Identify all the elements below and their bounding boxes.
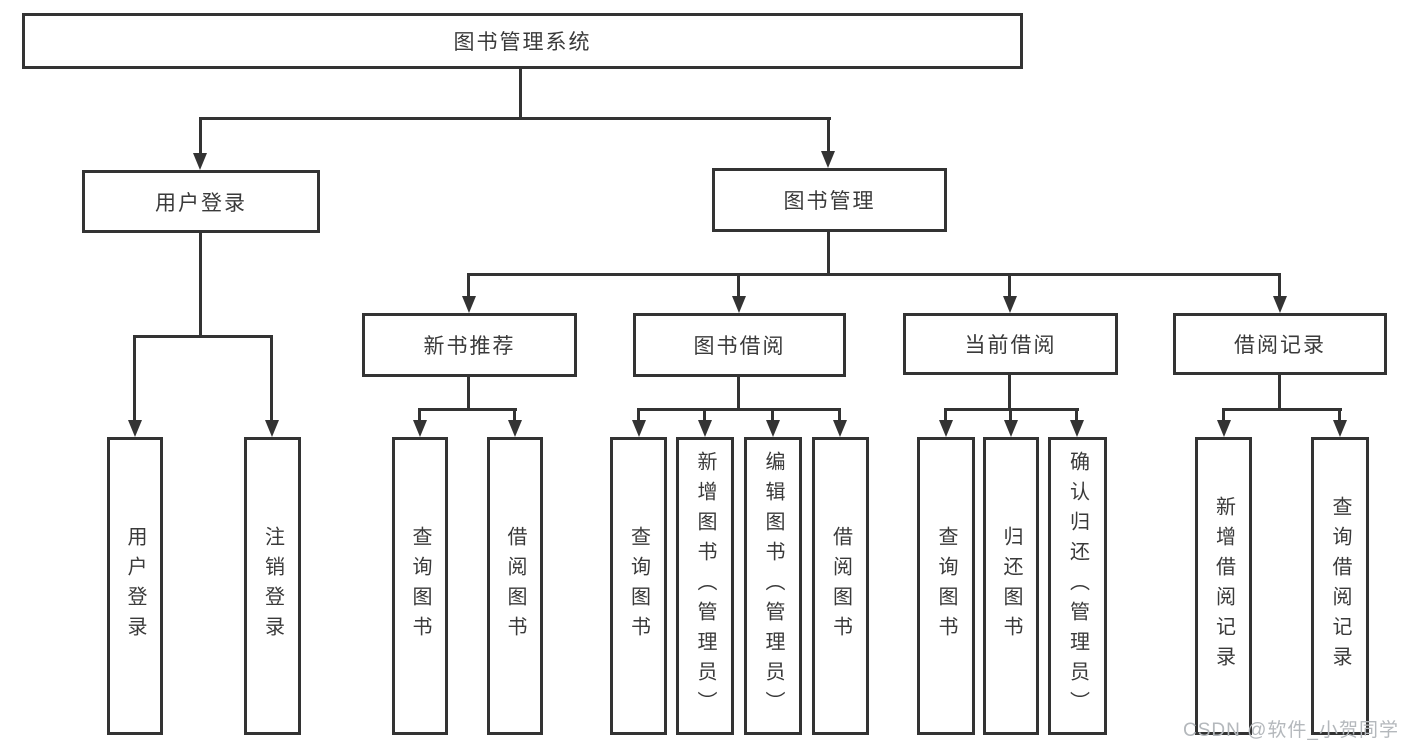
connector-line bbox=[1278, 375, 1281, 408]
arrow-down-icon bbox=[821, 151, 835, 168]
connector-line bbox=[199, 233, 202, 335]
connector-line bbox=[1008, 273, 1011, 296]
leaf-query-books-recommend: 查询图书 bbox=[392, 437, 448, 735]
leaf-return-books: 归还图书 bbox=[983, 437, 1039, 735]
node-current-borrowing: 当前借阅 bbox=[903, 313, 1118, 375]
leaf-query-books-borrowing: 查询图书 bbox=[610, 437, 667, 735]
node-book-management: 图书管理 bbox=[712, 168, 947, 232]
arrow-down-icon bbox=[1070, 420, 1084, 437]
connector-line bbox=[1222, 408, 1225, 420]
node-book-borrowing: 图书借阅 bbox=[633, 313, 846, 377]
leaf-borrow-books-recommend: 借阅图书 bbox=[487, 437, 543, 735]
arrow-down-icon bbox=[265, 420, 279, 437]
connector-line bbox=[519, 69, 522, 117]
connector-line bbox=[1338, 408, 1341, 420]
connector-line bbox=[737, 377, 740, 408]
connector-line bbox=[737, 273, 740, 296]
node-user-login: 用户登录 bbox=[82, 170, 320, 233]
connector-line bbox=[199, 117, 831, 120]
connector-line bbox=[838, 408, 841, 420]
arrow-down-icon bbox=[508, 420, 522, 437]
leaf-logout: 注销登录 bbox=[244, 437, 301, 735]
leaf-edit-books-admin: 编辑图书（管理员） bbox=[744, 437, 802, 735]
arrow-down-icon bbox=[1003, 296, 1017, 313]
node-new-book-recommendation: 新书推荐 bbox=[362, 313, 577, 377]
arrow-down-icon bbox=[1273, 296, 1287, 313]
leaf-add-books-admin: 新增图书（管理员） bbox=[676, 437, 734, 735]
leaf-user-login: 用户登录 bbox=[107, 437, 163, 735]
leaf-confirm-return-admin: 确认归还（管理员） bbox=[1048, 437, 1107, 735]
connector-line bbox=[1008, 375, 1011, 408]
arrow-down-icon bbox=[1333, 420, 1347, 437]
connector-line bbox=[944, 408, 947, 420]
connector-line bbox=[1278, 273, 1281, 296]
node-borrowing-records: 借阅记录 bbox=[1173, 313, 1387, 375]
leaf-borrow-books-borrowing: 借阅图书 bbox=[812, 437, 869, 735]
leaf-query-borrow-record: 查询借阅记录 bbox=[1311, 437, 1369, 735]
leaf-add-borrow-record: 新增借阅记录 bbox=[1195, 437, 1252, 735]
connector-line bbox=[637, 408, 841, 411]
arrow-down-icon bbox=[632, 420, 646, 437]
connector-line bbox=[467, 273, 470, 296]
arrow-down-icon bbox=[732, 296, 746, 313]
arrow-down-icon bbox=[939, 420, 953, 437]
arrow-down-icon bbox=[1004, 420, 1018, 437]
connector-line bbox=[418, 408, 421, 420]
arrow-down-icon bbox=[766, 420, 780, 437]
connector-line bbox=[1222, 408, 1342, 411]
connector-line bbox=[467, 273, 1281, 276]
connector-line bbox=[133, 335, 136, 420]
connector-line bbox=[1075, 408, 1078, 420]
arrow-down-icon bbox=[413, 420, 427, 437]
connector-line bbox=[133, 335, 272, 338]
arrow-down-icon bbox=[698, 420, 712, 437]
connector-line bbox=[1009, 408, 1012, 420]
connector-line bbox=[827, 232, 830, 273]
connector-line bbox=[418, 408, 517, 411]
connector-line bbox=[827, 117, 830, 151]
connector-line bbox=[270, 335, 273, 420]
arrow-down-icon bbox=[462, 296, 476, 313]
connector-line bbox=[199, 117, 202, 153]
node-book-management-system: 图书管理系统 bbox=[22, 13, 1023, 69]
arrow-down-icon bbox=[1217, 420, 1231, 437]
connector-line bbox=[771, 408, 774, 420]
connector-line bbox=[467, 377, 470, 408]
arrow-down-icon bbox=[193, 153, 207, 170]
connector-line bbox=[513, 408, 516, 420]
arrow-down-icon bbox=[833, 420, 847, 437]
connector-line bbox=[703, 408, 706, 420]
watermark: CSDN @软件_小贺同学 bbox=[1183, 720, 1399, 741]
arrow-down-icon bbox=[128, 420, 142, 437]
leaf-query-books-current: 查询图书 bbox=[917, 437, 975, 735]
connector-line bbox=[637, 408, 640, 420]
